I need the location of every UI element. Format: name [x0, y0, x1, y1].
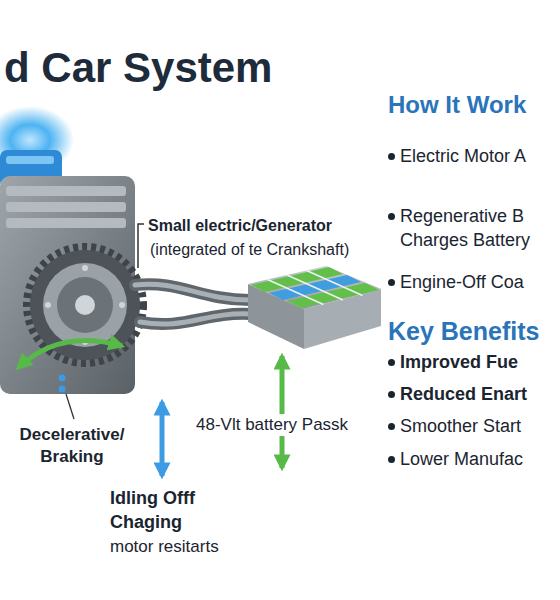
battery-top [248, 266, 381, 309]
bullet-item: Lower Manufac [400, 447, 523, 471]
bullet-dot [388, 456, 395, 463]
blue-dot [59, 386, 66, 393]
part-name: Small electric/Generator [148, 215, 332, 237]
callout-label: Decelerative/ Braking [2, 424, 142, 468]
bolt [45, 302, 51, 308]
bullet-dot [388, 359, 395, 366]
part-label: 48-Vlt battery Passk [193, 414, 351, 436]
cover-highlight [6, 156, 54, 164]
section-heading: How It Work [388, 90, 526, 120]
blue-double-arrow [160, 402, 165, 476]
bullet-dot [388, 279, 395, 286]
engine-illustration [0, 106, 143, 394]
engine-fin [6, 186, 126, 196]
diagram-title: d Car System [4, 44, 272, 92]
crankshaft-hub [75, 295, 95, 315]
bullet-dot [388, 153, 395, 160]
engine-fin [6, 218, 126, 228]
leader-line [66, 394, 74, 419]
part-note: (integrated of te Crankshaft) [150, 239, 349, 261]
blue-glow [0, 106, 74, 174]
bracket-line [138, 224, 144, 268]
green-curved-arrow [18, 340, 122, 368]
blue-dot [59, 375, 66, 382]
green-double-arrow [280, 356, 285, 468]
callout-note: motor resitarts [110, 536, 219, 558]
pipe-highlight [140, 314, 250, 324]
bullet-item: Reduced Enart [400, 382, 527, 406]
bullet-dot [388, 213, 395, 220]
bolt [82, 265, 88, 271]
cable-pipes [135, 284, 250, 324]
generator-ring [30, 250, 140, 360]
bullet-item: Smoother Start [400, 414, 521, 438]
section-heading: Key Benefits [388, 316, 539, 346]
bullet-dot [388, 423, 395, 430]
pipe [135, 284, 250, 300]
cell-divider [287, 275, 343, 300]
bullet-dot [388, 391, 395, 398]
pipe [140, 314, 250, 324]
cell-divider [307, 271, 363, 296]
generator-face [43, 263, 127, 347]
gear-teeth [27, 247, 143, 363]
generator-core [57, 277, 113, 333]
bullet-item: Electric Motor A [400, 144, 526, 168]
callout-label: Idling Offf Chaging [110, 486, 230, 534]
engine-fin [6, 202, 126, 212]
bullet-item: Engine-Off Coa [400, 270, 524, 294]
bolt [119, 302, 125, 308]
bullet-item: Regenerative B Charges Battery [400, 204, 552, 252]
pipe-highlight [135, 284, 250, 300]
battery-pack [248, 266, 381, 349]
cell-divider [268, 280, 324, 305]
bullet-item: Improved Fue [400, 350, 518, 374]
